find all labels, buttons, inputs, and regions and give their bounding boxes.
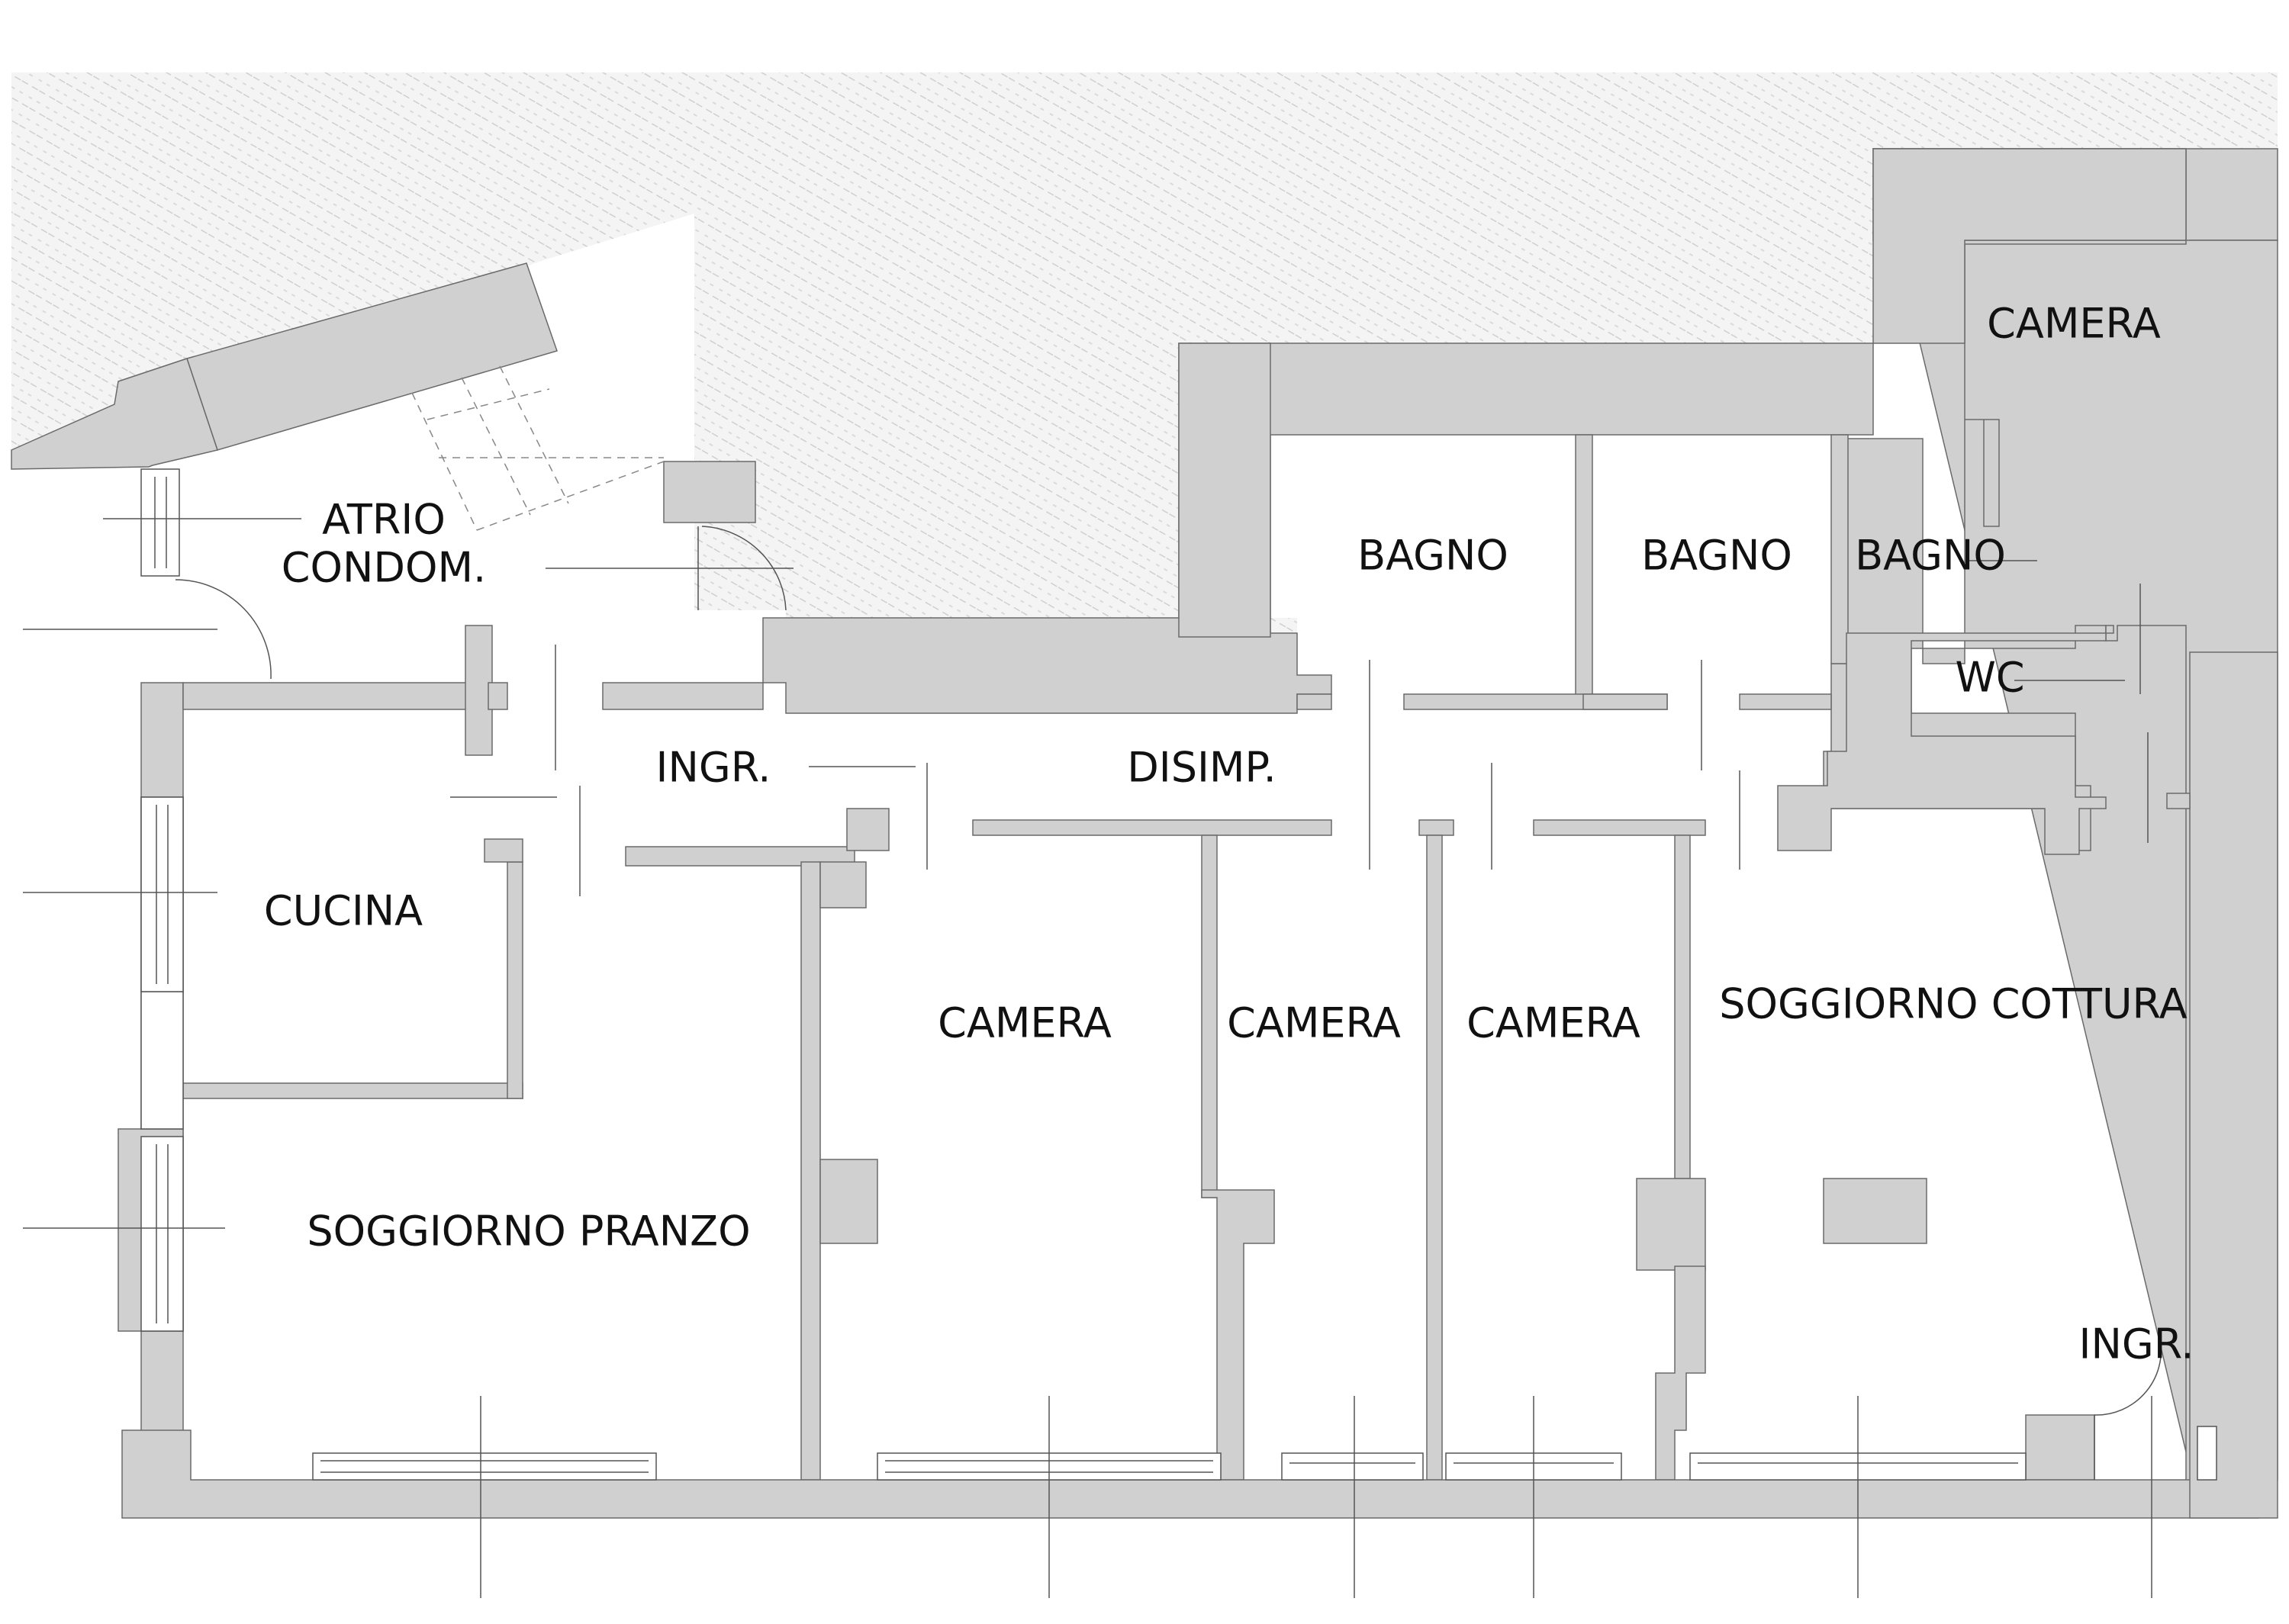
label-wc: WC: [1955, 654, 2024, 702]
label-camera-3: CAMERA: [1466, 999, 1640, 1047]
walls: [11, 148, 2278, 1519]
label-camera-2: CAMERA: [1227, 999, 1401, 1047]
label-bagno-3: BAGNO: [1855, 532, 2006, 580]
label-camera-1: CAMERA: [938, 999, 1112, 1047]
reference-lines: [23, 518, 2162, 1598]
atrio-area: [134, 214, 694, 637]
label-disimp: DISIMP.: [1127, 744, 1276, 792]
label-soggiorno-pranzo: SOGGIORNO PRANZO: [307, 1208, 750, 1256]
label-ingr-top: INGR.: [656, 744, 771, 792]
label-ingr-right: INGR.: [2079, 1320, 2194, 1368]
label-atrio-line2: CONDOM.: [282, 544, 486, 592]
room-labels: ATRIO CONDOM. INGR. DISIMP. CUCINA SOGGI…: [264, 300, 2194, 1368]
exterior-hatch: [11, 72, 2278, 637]
label-camera-top: CAMERA: [1987, 300, 2161, 348]
label-atrio-line1: ATRIO: [322, 496, 446, 544]
label-bagno-2: BAGNO: [1641, 532, 1792, 580]
label-soggiorno-cottura: SOGGIORNO COTTURA: [1719, 980, 2188, 1028]
label-bagno-1: BAGNO: [1357, 532, 1508, 580]
stair-outline: [411, 365, 665, 531]
label-cucina: CUCINA: [264, 887, 423, 935]
